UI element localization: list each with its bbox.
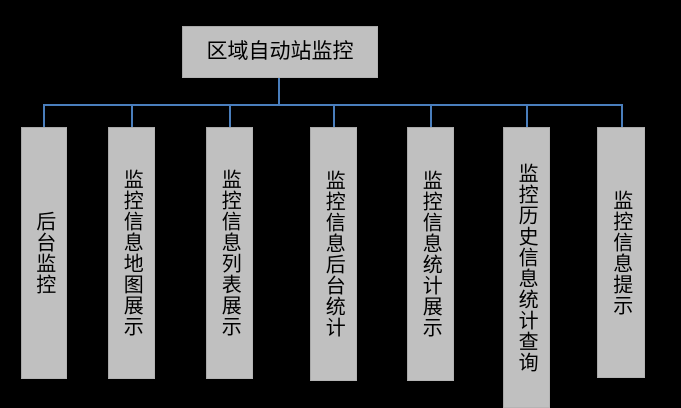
node-child-2-label: 监控信息地图展示 [120, 169, 145, 337]
connector-drop-3 [229, 104, 231, 128]
node-child-5[interactable]: 监控信息统计展示 [407, 127, 454, 381]
node-child-7-label: 监控信息提示 [609, 189, 634, 316]
connector-drop-2 [131, 104, 133, 128]
node-child-6-label: 监控历史信息统计查询 [515, 162, 540, 373]
connector-drop-7 [621, 104, 623, 128]
node-child-5-label: 监控信息统计展示 [419, 170, 444, 338]
node-child-1[interactable]: 后台监控 [21, 127, 67, 379]
connector-drop-1 [43, 104, 45, 128]
node-child-3-label: 监控信息列表展示 [218, 169, 243, 337]
connector-drop-4 [333, 104, 335, 128]
node-child-3[interactable]: 监控信息列表展示 [206, 127, 253, 379]
node-root-label: 区域自动站监控 [206, 39, 354, 64]
node-child-4[interactable]: 监控信息后台统计 [310, 127, 357, 381]
node-child-1-label: 后台监控 [32, 211, 57, 295]
connector-root-stem [278, 78, 280, 105]
node-child-7[interactable]: 监控信息提示 [597, 127, 645, 378]
node-root[interactable]: 区域自动站监控 [182, 26, 378, 78]
node-child-4-label: 监控信息后台统计 [322, 170, 347, 338]
node-child-2[interactable]: 监控信息地图展示 [108, 127, 155, 379]
connector-drop-6 [526, 104, 528, 128]
connector-drop-5 [430, 104, 432, 128]
node-child-6[interactable]: 监控历史信息统计查询 [503, 127, 550, 408]
